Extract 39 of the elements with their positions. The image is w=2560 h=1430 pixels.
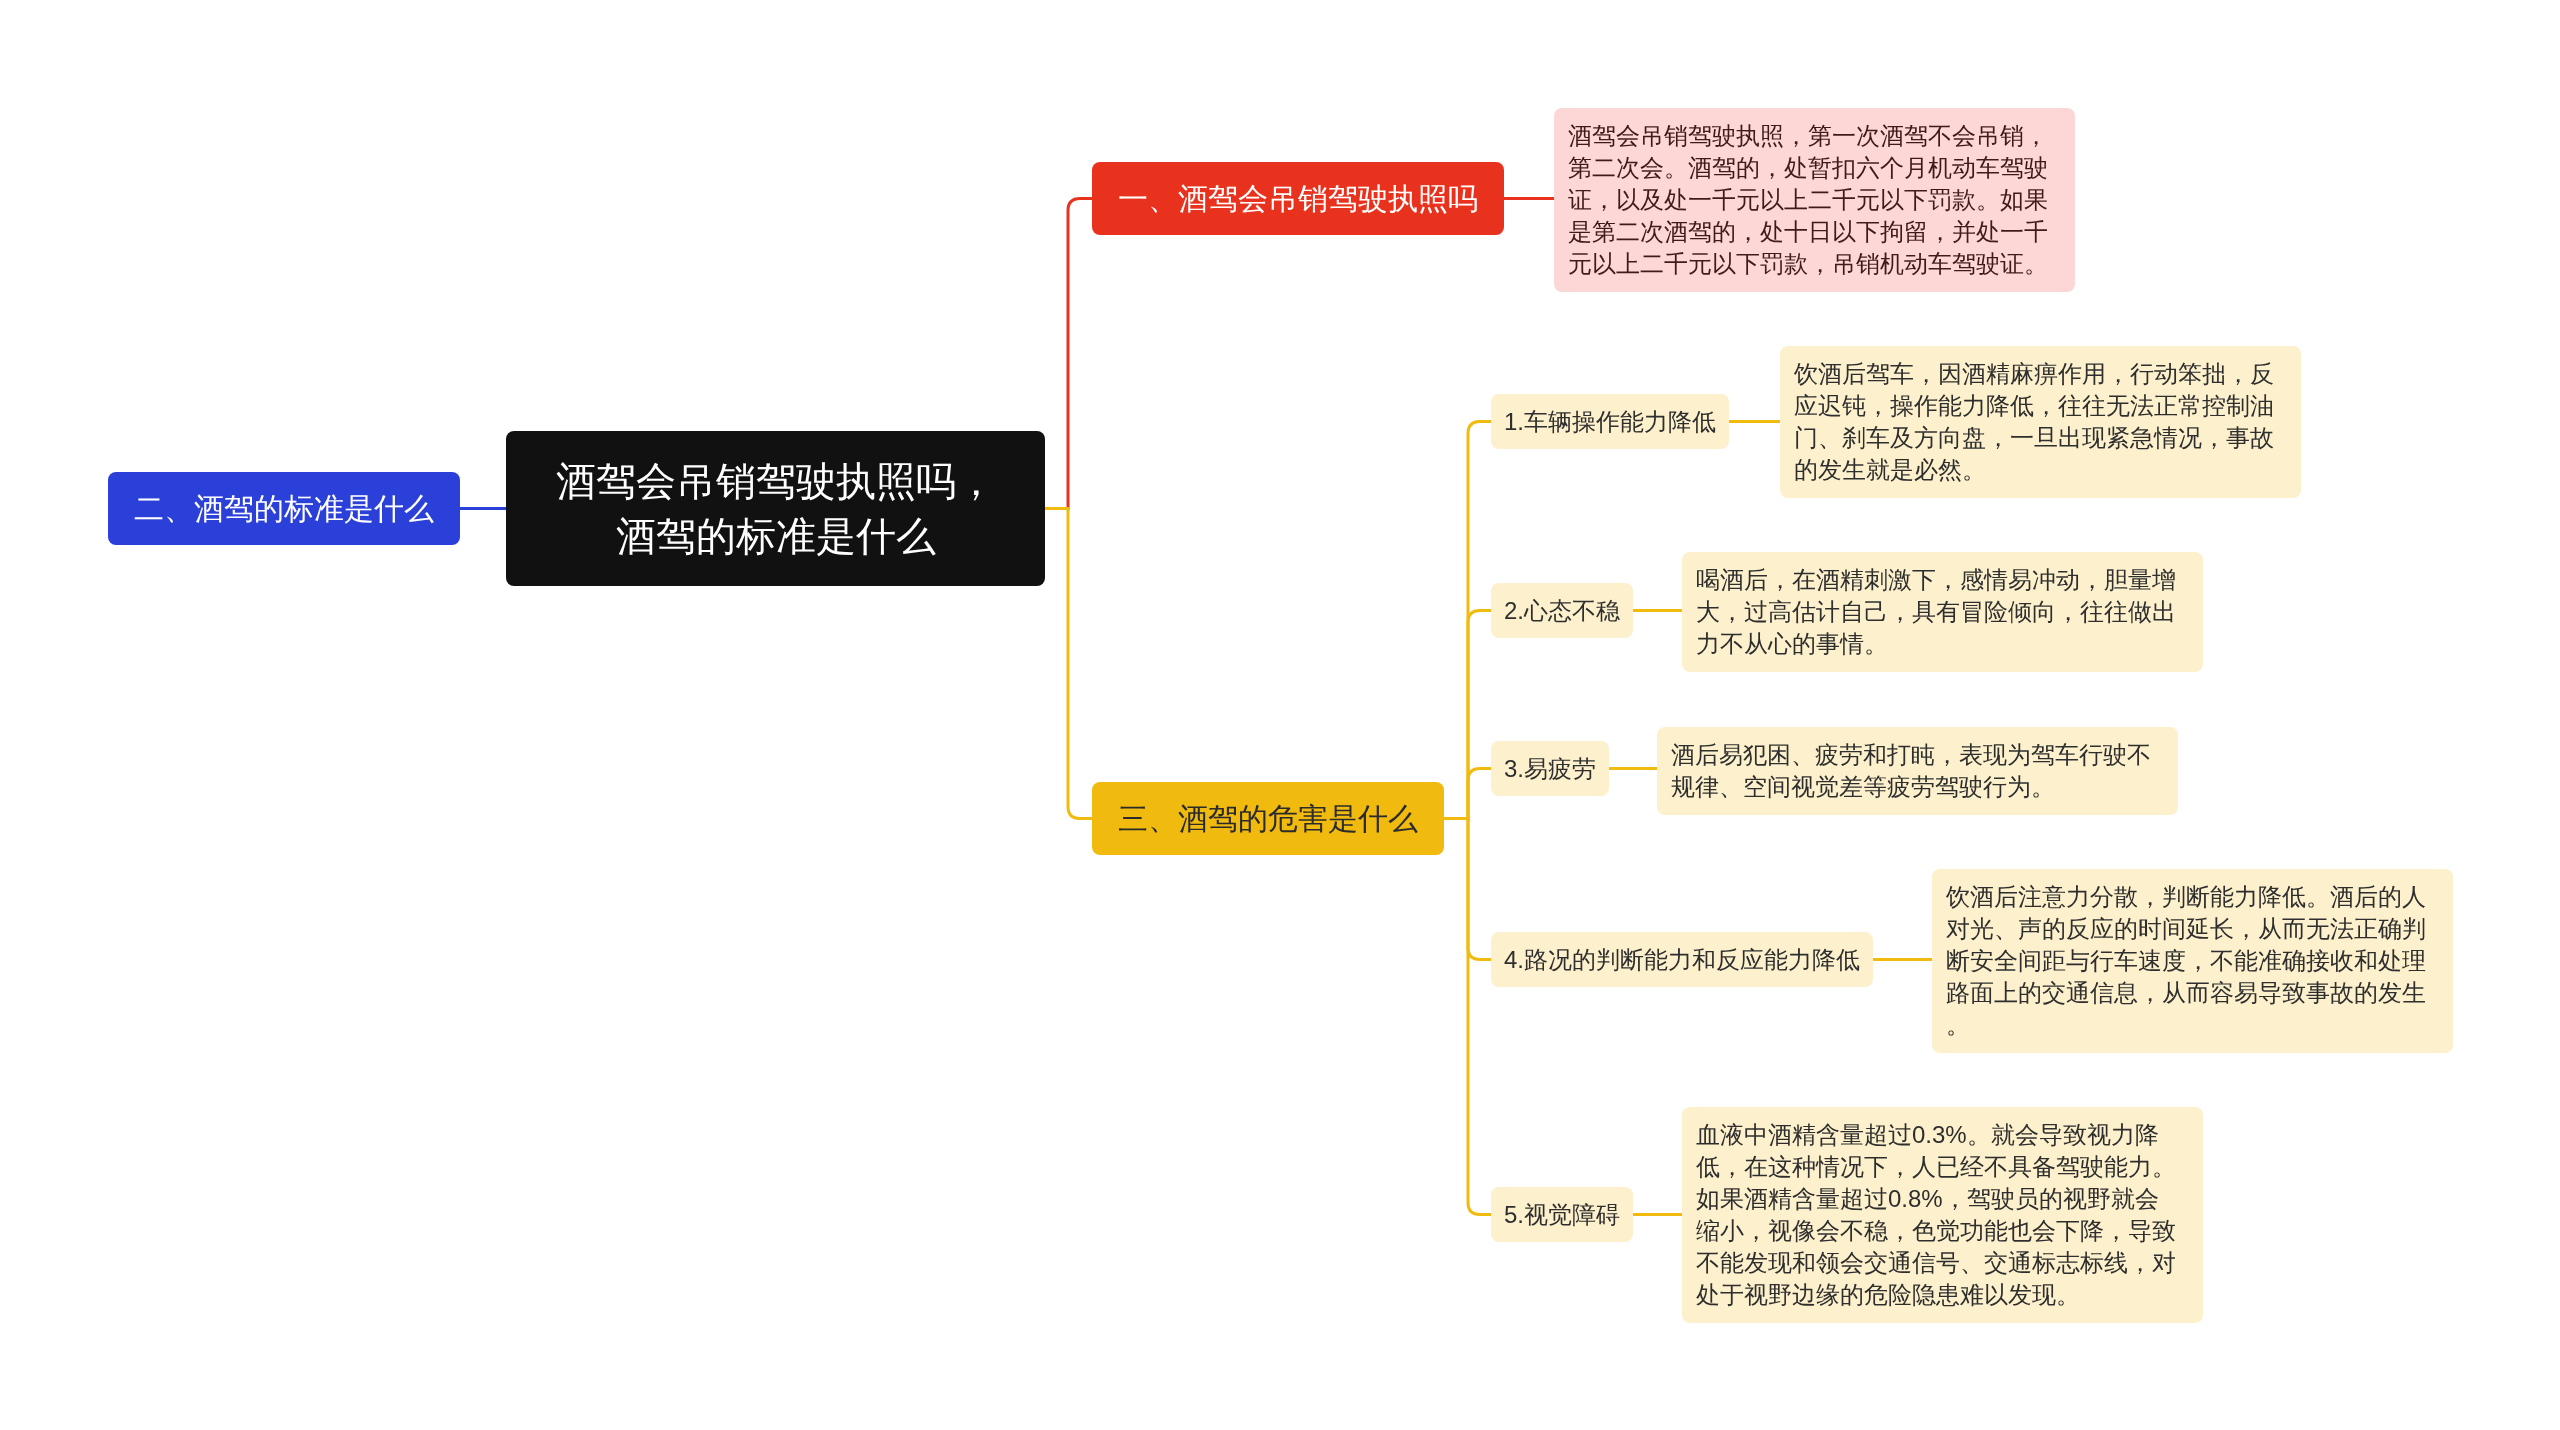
note-text: 酒驾会吊销驾驶执照，第一次酒驾不会吊销，第二次会。酒驾的，处暂扣六个月机动车驾驶证，以及处一千元以上二千元以下罚款。如果是第二次酒驾的，处十日以下拘留，并处一千元以上二千元以下罚款，吊销机动车驾驶证。 — [1568, 121, 2049, 279]
subtopic-box — [1491, 741, 1609, 796]
main-topic-box — [1092, 782, 1444, 855]
note-text: 饮酒后驾车，因酒精麻痹作用，行动笨拙，反应迟钝，操作能力降低，往往无法正常控制油门、刹车及方向盘，一旦出现紧急情况，事故的发生就是必然。 — [1794, 359, 2275, 485]
note-text: 酒后易犯困、疲劳和打盹，表现为驾车行驶不规律、空间视觉差等疲劳驾驶行为。 — [1671, 740, 2152, 802]
connector-line — [1444, 817, 1491, 1216]
subtopic-box — [1491, 1187, 1633, 1242]
subtopic-box — [1491, 394, 1729, 449]
connector-line — [1873, 958, 1932, 961]
central-topic-box — [506, 431, 1045, 586]
subtopic-box — [1491, 932, 1873, 987]
note-text: 血液中酒精含量超过0.3%。就会导致视力降低，在这种情况下，人已经不具备驾驶能力。如果酒精含量超过0.8%，驾驶员的视野就会缩小，视像会不稳，色觉功能也会下降，导致不能发现和领会交通信号、交通标志标线，对处于视野边缘的危险隐患难以发现。 — [1696, 1120, 2177, 1310]
connector-line — [460, 507, 506, 510]
connector-line — [1633, 609, 1682, 612]
note-box — [1682, 552, 2203, 672]
main-topic-text: 三、酒驾的危害是什么 — [1118, 801, 1418, 837]
note-box — [1657, 727, 2178, 815]
central-topic-text: 酒驾会吊销驾驶执照吗，酒驾的标准是什么 — [554, 457, 997, 560]
note-text: 喝酒后，在酒精刺激下，感情易冲动，胆量增大，过高估计自己，具有冒险倾向，往往做出力不从心的事情。 — [1696, 565, 2177, 659]
subtopic-text: 2.心态不稳 — [1504, 596, 1620, 626]
main-topic-text: 二、酒驾的标准是什么 — [134, 491, 434, 527]
connector-line — [1045, 507, 1092, 820]
connector-line — [1609, 767, 1657, 770]
subtopic-text: 5.视觉障碍 — [1504, 1200, 1620, 1230]
main-topic-box — [108, 472, 460, 545]
subtopic-box — [1491, 583, 1633, 638]
connector-line — [1633, 1213, 1682, 1216]
connector-line — [1729, 420, 1780, 423]
subtopic-text: 3.易疲劳 — [1504, 754, 1596, 784]
main-topic-box — [1092, 162, 1504, 235]
note-box — [1780, 346, 2301, 498]
note-text: 饮酒后注意力分散，判断能力降低。酒后的人对光、声的反应的时间延长，从而无法正确判断安全间距与行车速度，不能准确接收和处理路面上的交通信息，从而容易导致事故的发生。 — [1946, 882, 2427, 1040]
main-topic-text: 一、酒驾会吊销驾驶执照吗 — [1118, 181, 1478, 217]
note-box — [1554, 108, 2075, 292]
subtopic-text: 1.车辆操作能力降低 — [1504, 407, 1716, 437]
subtopic-text: 4.路况的判断能力和反应能力降低 — [1504, 945, 1860, 975]
connector-line — [1504, 197, 1554, 200]
note-box — [1682, 1107, 2203, 1323]
note-box — [1932, 869, 2453, 1053]
